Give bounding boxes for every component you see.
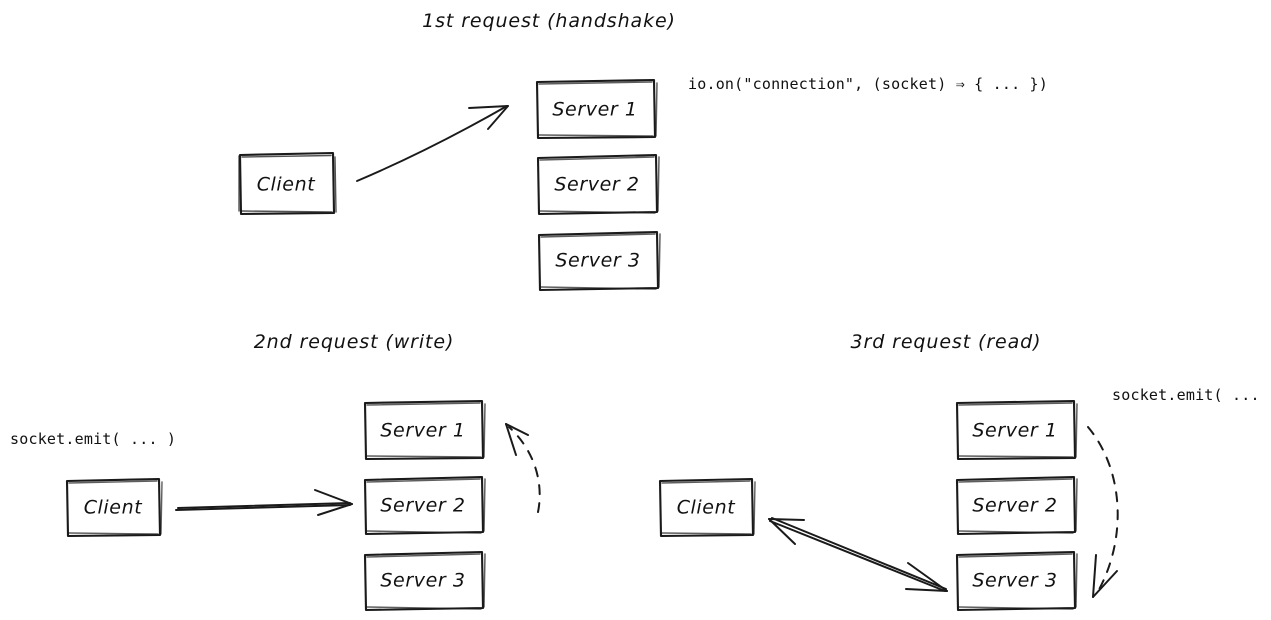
client-box-handshake[interactable]: Client — [238, 151, 337, 216]
server-3-box-write[interactable]: Server 3 — [363, 550, 486, 612]
server-1-label-write: Server 1 — [380, 420, 465, 442]
arrow-client-to-server-1 — [356, 105, 509, 182]
server-2-box-read[interactable]: Server 2 — [955, 475, 1078, 536]
arrow-client-server3-double — [768, 517, 948, 592]
server-1-box-write[interactable]: Server 1 — [363, 399, 486, 461]
client-label-handshake: Client — [257, 174, 317, 196]
arrow-server2-to-server1-dashed — [505, 423, 541, 513]
server-1-label-handshake: Server 1 — [552, 99, 637, 121]
server-2-label-write: Server 2 — [380, 495, 465, 517]
server-2-box-handshake[interactable]: Server 2 — [536, 153, 660, 216]
server-1-box-handshake[interactable]: Server 1 — [535, 78, 658, 140]
server-2-label-read: Server 2 — [972, 495, 1057, 517]
server-1-box-read[interactable]: Server 1 — [955, 399, 1078, 461]
server-3-label-write: Server 3 — [380, 570, 465, 592]
heading-2nd-request: 2nd request (write) — [254, 331, 455, 353]
client-label-write: Client — [84, 497, 144, 519]
section-read: 3rd request (read) socket.emit( ... ) Cl… — [658, 331, 1271, 612]
code-socket-emit-read: socket.emit( ... ) — [1112, 386, 1271, 404]
server-3-label-read: Server 3 — [972, 570, 1057, 592]
client-label-read: Client — [677, 497, 737, 519]
client-box-write[interactable]: Client — [65, 477, 163, 538]
client-box-read[interactable]: Client — [658, 477, 756, 538]
server-1-label-read: Server 1 — [972, 420, 1057, 442]
section-handshake: 1st request (handshake) Client Server 1 — [238, 10, 1048, 292]
server-2-box-write[interactable]: Server 2 — [363, 475, 486, 536]
arrow-client-to-server-2 — [175, 489, 353, 516]
code-socket-emit-write: socket.emit( ... ) — [10, 430, 176, 448]
code-io-on-connection: io.on("connection", (socket) ⇒ { ... }) — [688, 75, 1048, 93]
heading-1st-request: 1st request (handshake) — [422, 10, 676, 32]
section-write: 2nd request (write) socket.emit( ... ) C… — [10, 331, 541, 612]
server-3-box-read[interactable]: Server 3 — [955, 550, 1078, 612]
server-3-label-handshake: Server 3 — [555, 250, 640, 272]
arrow-server1-to-server3-dashed — [1087, 426, 1119, 598]
server-3-box-handshake[interactable]: Server 3 — [537, 230, 661, 292]
server-2-label-handshake: Server 2 — [554, 174, 639, 196]
heading-3rd-request: 3rd request (read) — [851, 331, 1042, 353]
